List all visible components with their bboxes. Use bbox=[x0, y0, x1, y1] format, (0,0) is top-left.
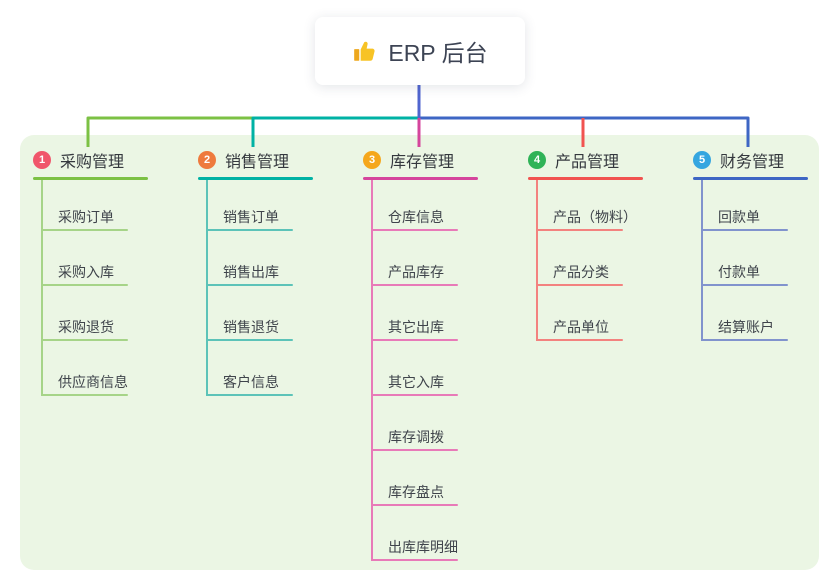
child-topic[interactable]: 其它入库 bbox=[388, 374, 444, 390]
connector-line bbox=[419, 116, 750, 147]
child-topic[interactable]: 付款单 bbox=[718, 264, 760, 280]
child-topic-underline bbox=[371, 339, 458, 341]
child-topic[interactable]: 销售订单 bbox=[223, 209, 279, 225]
child-topic[interactable]: 客户信息 bbox=[223, 374, 279, 390]
child-topic-underline bbox=[41, 229, 128, 231]
branch-topic[interactable]: 5 财务管理 bbox=[693, 148, 784, 172]
child-topic-underline bbox=[536, 284, 623, 286]
child-topic[interactable]: 出库库明细 bbox=[388, 539, 458, 555]
child-topic[interactable]: 供应商信息 bbox=[58, 374, 128, 390]
child-topic-underline bbox=[536, 229, 623, 231]
child-topic-underline bbox=[41, 339, 128, 341]
connector-line bbox=[86, 116, 253, 147]
branch-number-badge: 3 bbox=[363, 151, 381, 169]
child-topic[interactable]: 库存盘点 bbox=[388, 484, 444, 500]
branch-number-badge: 5 bbox=[693, 151, 711, 169]
branch-topic-underline bbox=[528, 177, 643, 180]
child-topic-underline bbox=[206, 339, 293, 341]
branch-topic-label: 销售管理 bbox=[225, 154, 290, 171]
branches-panel bbox=[20, 135, 819, 570]
branch-topic[interactable]: 3 库存管理 bbox=[363, 148, 454, 172]
child-topic-underline bbox=[536, 339, 623, 341]
child-topic[interactable]: 产品库存 bbox=[388, 264, 444, 280]
branch-child-connector bbox=[371, 180, 373, 561]
child-topic[interactable]: 回款单 bbox=[718, 209, 760, 225]
child-topic[interactable]: 采购入库 bbox=[58, 264, 114, 280]
branch-topic-underline bbox=[363, 177, 478, 180]
child-topic[interactable]: 销售出库 bbox=[223, 264, 279, 280]
branch-topic-label: 采购管理 bbox=[60, 154, 125, 171]
branch-child-connector bbox=[206, 180, 208, 396]
branch-topic[interactable]: 4 产品管理 bbox=[528, 148, 619, 172]
branch-child-connector bbox=[41, 180, 43, 396]
child-topic-underline bbox=[206, 284, 293, 286]
connector-line bbox=[251, 116, 419, 147]
branch-number-badge: 2 bbox=[198, 151, 216, 169]
branch-topic-label: 产品管理 bbox=[555, 154, 620, 171]
root-node[interactable]: ERP 后台 bbox=[315, 17, 525, 85]
branch-topic-label: 库存管理 bbox=[390, 154, 455, 171]
child-topic-underline bbox=[41, 394, 128, 396]
child-topic-underline bbox=[371, 284, 458, 286]
child-topic-underline bbox=[206, 394, 293, 396]
child-topic-underline bbox=[701, 339, 788, 341]
branch-topic[interactable]: 2 销售管理 bbox=[198, 148, 289, 172]
child-topic[interactable]: 产品单位 bbox=[553, 319, 609, 335]
child-topic[interactable]: 产品（物料） bbox=[553, 209, 637, 225]
thumbs-up-icon bbox=[352, 38, 378, 64]
child-topic-underline bbox=[206, 229, 293, 231]
child-topic-underline bbox=[371, 559, 458, 561]
child-topic[interactable]: 销售退货 bbox=[223, 319, 279, 335]
child-topic[interactable]: 产品分类 bbox=[553, 264, 609, 280]
child-topic[interactable]: 采购订单 bbox=[58, 209, 114, 225]
child-topic-underline bbox=[371, 449, 458, 451]
child-topic-underline bbox=[41, 284, 128, 286]
branch-child-connector bbox=[701, 180, 703, 341]
child-topic-underline bbox=[701, 284, 788, 286]
root-title: ERP 后台 bbox=[388, 40, 488, 66]
child-topic[interactable]: 其它出库 bbox=[388, 319, 444, 335]
branch-topic-underline bbox=[693, 177, 808, 180]
branch-topic[interactable]: 1 采购管理 bbox=[33, 148, 124, 172]
branch-topic-underline bbox=[198, 177, 313, 180]
child-topic-underline bbox=[701, 229, 788, 231]
branch-number-badge: 1 bbox=[33, 151, 51, 169]
child-topic[interactable]: 仓库信息 bbox=[388, 209, 444, 225]
child-topic-underline bbox=[371, 504, 458, 506]
branch-topic-label: 财务管理 bbox=[720, 154, 785, 171]
child-topic[interactable]: 结算账户 bbox=[718, 319, 774, 335]
branch-number-badge: 4 bbox=[528, 151, 546, 169]
child-topic-underline bbox=[371, 229, 458, 231]
child-topic[interactable]: 采购退货 bbox=[58, 319, 114, 335]
child-topic-underline bbox=[371, 394, 458, 396]
child-topic[interactable]: 库存调拨 bbox=[388, 429, 444, 445]
branch-child-connector bbox=[536, 180, 538, 341]
branch-topic-underline bbox=[33, 177, 148, 180]
